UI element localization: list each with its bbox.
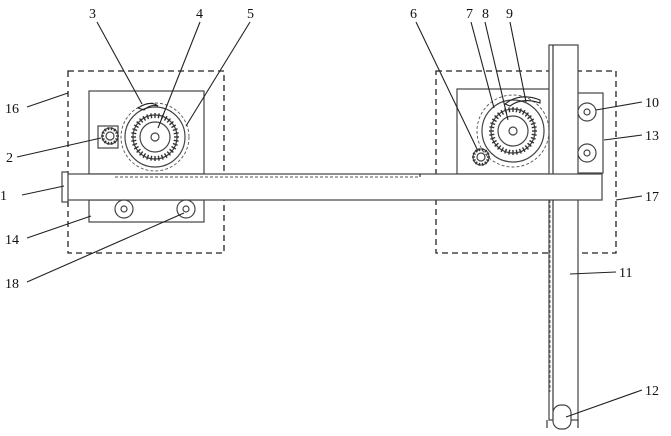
label-16: 16 [5, 102, 19, 117]
gear-tooth [516, 150, 517, 155]
gear-tooth [151, 113, 152, 118]
gear-tooth [509, 150, 510, 155]
leader-17 [616, 196, 642, 200]
label-9: 9 [506, 7, 513, 22]
bottom-wheel [553, 405, 571, 429]
label-17: 17 [645, 190, 659, 205]
label-7: 7 [466, 7, 473, 22]
leader-5 [186, 22, 250, 126]
left-small-gear-hub [106, 132, 114, 140]
leader-13 [604, 135, 642, 140]
gear-tooth [482, 148, 483, 151]
leader-1 [22, 186, 64, 195]
gear-tooth [532, 134, 537, 135]
label-3: 3 [89, 7, 96, 22]
label-18: 18 [5, 277, 19, 292]
gear-tooth [131, 140, 136, 141]
label-8: 8 [482, 7, 489, 22]
left-roller-b-hub [183, 206, 189, 212]
label-1: 1 [0, 189, 7, 204]
label-2: 2 [6, 151, 13, 166]
label-6: 6 [410, 7, 417, 22]
beam-end-cap [62, 172, 68, 202]
gear-tooth [131, 133, 136, 134]
leader-6 [416, 22, 478, 151]
gear-tooth [516, 107, 517, 112]
gear-tooth [158, 156, 159, 161]
gear-tooth [111, 142, 112, 145]
label-13: 13 [645, 129, 659, 144]
label-4: 4 [196, 7, 203, 22]
leader-16 [27, 93, 68, 107]
right-roller-bottom-hub [584, 150, 590, 156]
leader-18 [27, 213, 184, 282]
gear-tooth [108, 127, 109, 130]
gear-tooth [479, 163, 480, 166]
gear-tooth [489, 127, 494, 128]
gear-tooth [532, 127, 537, 128]
label-12: 12 [645, 384, 659, 399]
gear-tooth [479, 148, 480, 151]
gear-tooth [158, 113, 159, 118]
leader-14 [27, 216, 91, 238]
right-roller-top-hub [584, 109, 590, 115]
left-gear-axle [151, 133, 159, 141]
gear-tooth [108, 142, 109, 145]
gear-tooth [174, 133, 179, 134]
gear-tooth [482, 163, 483, 166]
gear-tooth [509, 107, 510, 112]
label-11: 11 [619, 266, 632, 281]
gear-tooth [111, 127, 112, 130]
label-14: 14 [5, 233, 19, 248]
right-small-gear-hub [477, 153, 485, 161]
right-gear-axle [509, 127, 517, 135]
horizontal-beam [64, 174, 602, 200]
gear-tooth [174, 140, 179, 141]
gear-tooth [489, 134, 494, 135]
gear-tooth [151, 156, 152, 161]
label-5: 5 [247, 7, 254, 22]
left-roller-a-hub [121, 206, 127, 212]
label-10: 10 [645, 96, 659, 111]
